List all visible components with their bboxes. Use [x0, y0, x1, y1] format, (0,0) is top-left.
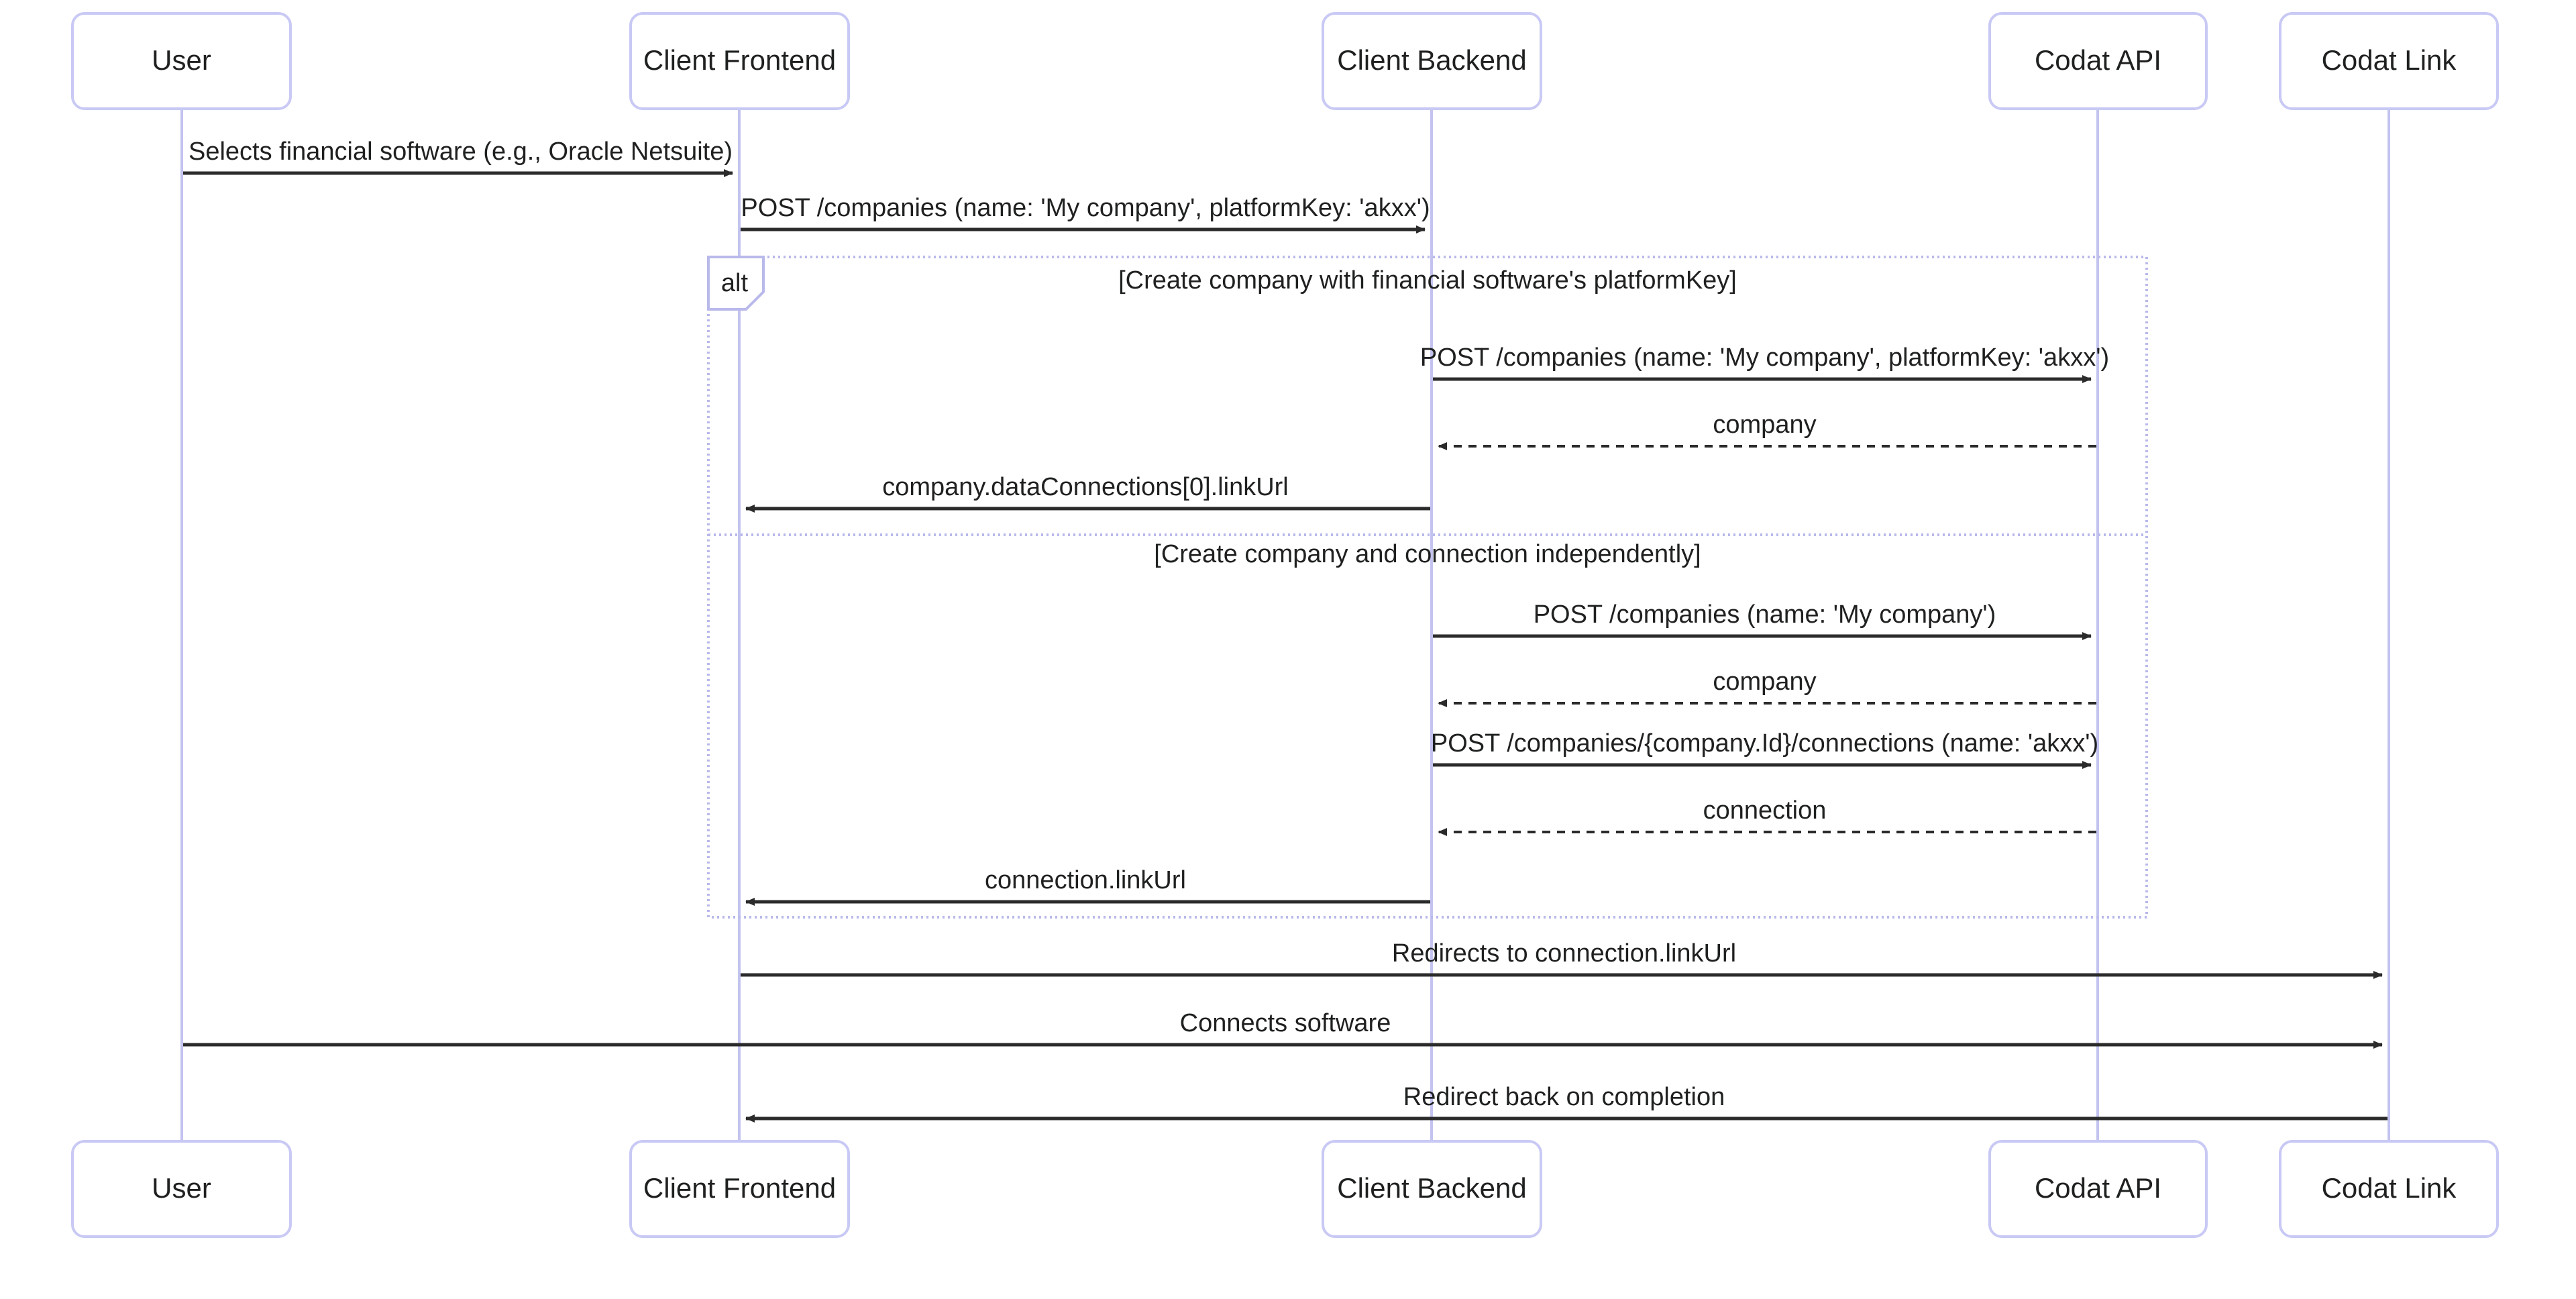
fragment-frame-alt — [707, 256, 2148, 919]
actor-label-frontend-top: Client Frontend — [643, 44, 836, 76]
actor-label-backend-top: Client Backend — [1337, 44, 1527, 76]
message-label: Redirects to connection.linkUrl — [1392, 939, 1736, 968]
actor-box-user-bottom[interactable] — [71, 1140, 292, 1238]
actor-box-frontend-bottom[interactable] — [629, 1140, 850, 1238]
message-label: connection.linkUrl — [985, 866, 1186, 894]
actor-label-backend-bottom: Client Backend — [1337, 1172, 1527, 1204]
fragment-tag-label: alt — [721, 269, 749, 297]
actor-box-user-top[interactable] — [71, 12, 292, 110]
message-label: POST /companies/{company.Id}/connections… — [1431, 729, 2098, 758]
message-label: Connects software — [1180, 1009, 1391, 1037]
fragments-group: [Create company with financial software'… — [707, 256, 2148, 919]
actor-boxes-top: User Client Frontend Client Backend Codat A… — [71, 12, 2499, 110]
fragment-condition-label: [Create company and connection independe… — [1154, 540, 1701, 568]
message-label: connection — [1703, 796, 1827, 825]
actor-box-codatapi-top[interactable] — [1988, 12, 2208, 110]
actor-label-codatapi-bottom: Codat API — [2035, 1172, 2161, 1204]
message-label: company — [1713, 668, 1816, 696]
actor-label-codatapi-top: Codat API — [2035, 44, 2161, 76]
actor-label-codatlink-top: Codat Link — [2322, 44, 2457, 76]
actor-label-frontend-bottom: Client Frontend — [643, 1172, 836, 1204]
actor-label-codatlink-bottom: Codat Link — [2322, 1172, 2457, 1204]
message-label: POST /companies (name: 'My company', pla… — [1420, 344, 2109, 372]
message-label: Redirect back on completion — [1403, 1083, 1725, 1111]
actor-label-user-bottom: User — [152, 1172, 211, 1204]
actor-box-codatlink-top[interactable] — [2279, 12, 2499, 110]
actor-box-frontend-top[interactable] — [629, 12, 850, 110]
actor-boxes-bottom: User Client Frontend Client Backend Codat A… — [71, 1140, 2499, 1238]
actor-box-backend-bottom[interactable] — [1322, 1140, 1542, 1238]
message-label: POST /companies (name: 'My company', pla… — [741, 194, 1430, 222]
message-label: company — [1713, 411, 1816, 439]
fragment-tag-box — [707, 256, 765, 311]
actor-box-codatlink-bottom[interactable] — [2279, 1140, 2499, 1238]
messages-group: Selects financial software (e.g., Oracle… — [183, 138, 2387, 1123]
message-label: Selects financial software (e.g., Oracle… — [189, 138, 733, 166]
actor-box-backend-top[interactable] — [1322, 12, 1542, 110]
fragment-condition-label: [Create company with financial software'… — [1118, 266, 1737, 295]
actor-box-codatapi-bottom[interactable] — [1988, 1140, 2208, 1238]
actor-label-user-top: User — [152, 44, 211, 76]
message-label: company.dataConnections[0].linkUrl — [882, 473, 1289, 501]
message-label: POST /companies (name: 'My company') — [1534, 601, 1996, 629]
lifelines-group — [180, 109, 2390, 1141]
